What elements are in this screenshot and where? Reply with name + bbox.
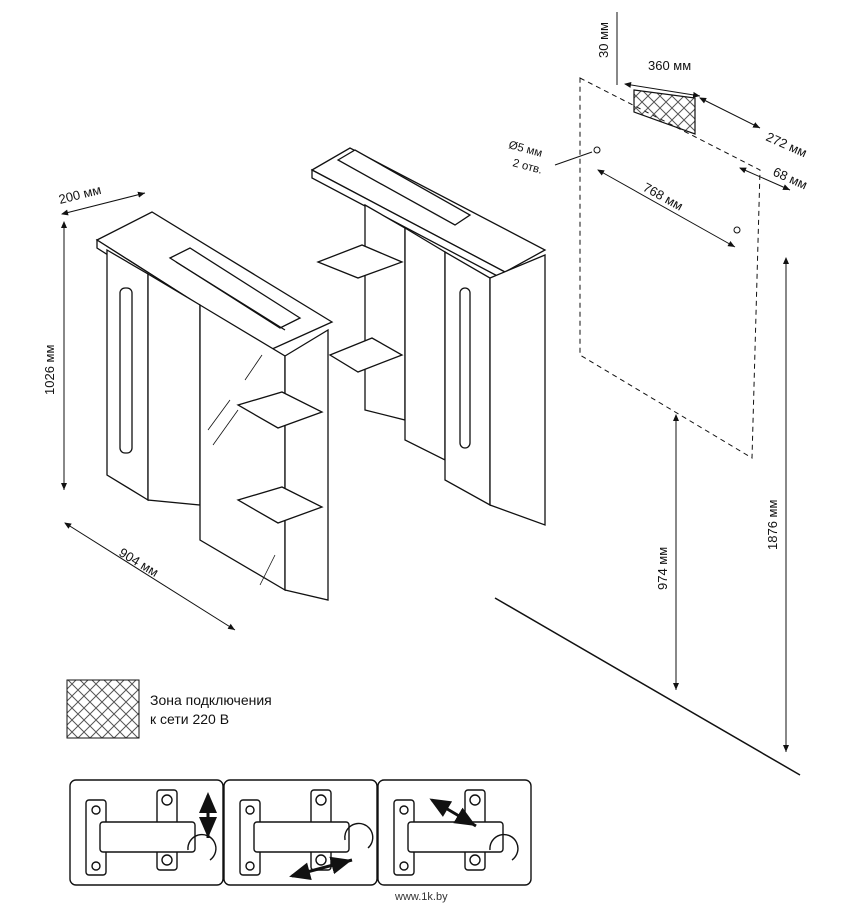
legend-line-2: к сети 220 В bbox=[150, 711, 229, 727]
dim-zone-offset: 272 мм bbox=[764, 129, 810, 160]
dim-hole-count: 2 отв. bbox=[511, 157, 543, 176]
dim-depth: 200 мм bbox=[57, 182, 103, 207]
dim-zone-width: 360 мм bbox=[648, 58, 691, 73]
hinge-panel-2 bbox=[223, 779, 378, 886]
dim-height: 1026 мм bbox=[42, 345, 57, 395]
dim-hole-diameter: Ø5 мм bbox=[507, 139, 543, 160]
connection-zone bbox=[633, 89, 696, 135]
hinge-panel-3 bbox=[377, 779, 532, 886]
legend-line-1: Зона подключения bbox=[150, 692, 272, 708]
dim-zone-top: 30 мм bbox=[596, 22, 611, 58]
dim-holes-height: 974 мм bbox=[655, 547, 670, 590]
legend-hatch-swatch bbox=[66, 679, 140, 739]
dim-hole-offset: 68 мм bbox=[771, 164, 810, 192]
mount-hole bbox=[733, 226, 741, 234]
cabinet-front-view bbox=[95, 211, 334, 601]
dim-total-height: 1876 мм bbox=[765, 500, 780, 550]
wall-layout bbox=[494, 77, 801, 776]
mount-hole bbox=[593, 146, 601, 154]
watermark: www.1k.by bbox=[394, 891, 448, 903]
dim-hole-spacing: 768 мм bbox=[641, 180, 686, 214]
hinge-panel-1 bbox=[69, 779, 224, 886]
dim-width: 904 мм bbox=[116, 545, 161, 580]
dimension-lines bbox=[61, 12, 791, 752]
cabinet-open-view bbox=[310, 147, 547, 526]
